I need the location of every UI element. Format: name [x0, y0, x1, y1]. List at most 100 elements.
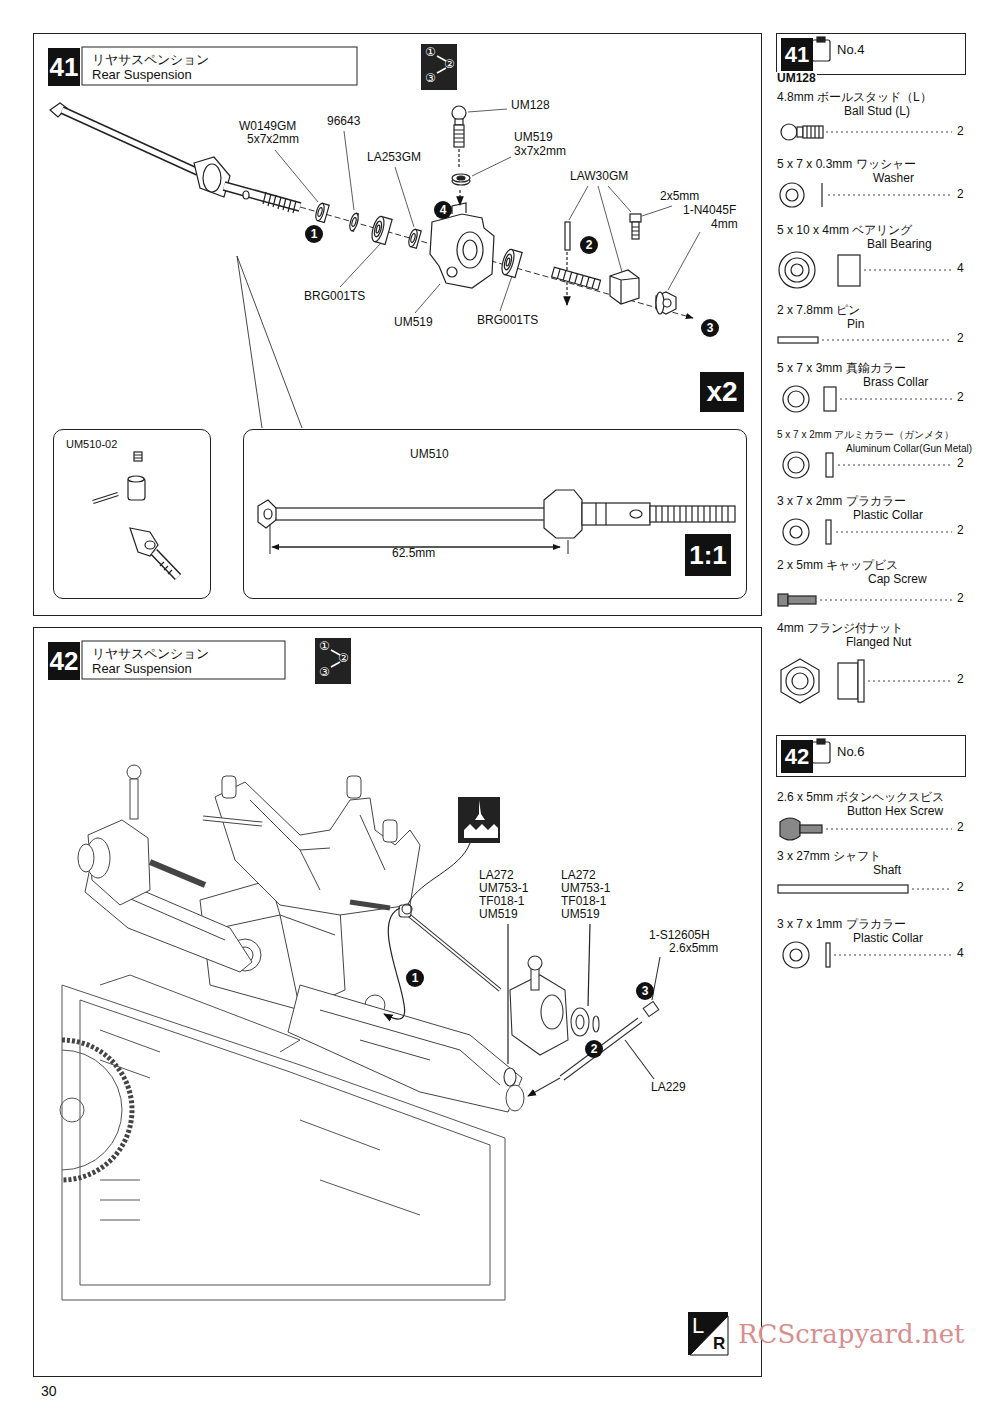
- part-label: TF018-1: [478, 895, 525, 909]
- dotted-leaders: [836, 532, 952, 533]
- axle-parts: [505, 258, 510, 267]
- axle-parts: [317, 207, 323, 217]
- head-box: 41No.4: [776, 33, 966, 75]
- part-icons: [812, 742, 830, 763]
- shock-tower: [203, 818, 262, 824]
- part-label: 2: [956, 592, 965, 606]
- inset-pointer: [237, 256, 262, 428]
- part-label: UM128: [510, 99, 551, 113]
- um510-02-parts: [134, 452, 142, 461]
- lr-badge: [688, 1312, 728, 1355]
- chassis: [62, 1040, 132, 1180]
- drive-shaft: [224, 186, 300, 207]
- part-label: Brass Collar: [862, 376, 929, 390]
- leader-lines: [275, 109, 700, 313]
- part-label: 3 x 27mm シャフト: [776, 850, 882, 864]
- part-label: 2: [956, 524, 965, 538]
- leader-lines: [569, 186, 588, 220]
- suspension-arms: [506, 1085, 524, 1111]
- part-icons: [792, 673, 808, 689]
- part-label: 4.8mm ボールスタッド（L）: [776, 91, 933, 105]
- part-icons: [812, 40, 830, 61]
- shock-tower: [222, 776, 236, 798]
- part-label: Washer: [872, 172, 915, 186]
- suspension-arms: [320, 1010, 500, 1085]
- um510-02-parts: [154, 552, 178, 577]
- order-icon: [315, 638, 351, 684]
- axle-hardware: [663, 299, 671, 307]
- hinge-pin: [564, 1022, 642, 1080]
- right-hub: [593, 1016, 599, 1032]
- part-icons: [788, 391, 804, 407]
- leader-lines: [472, 157, 511, 176]
- grease-icon: [475, 800, 485, 820]
- part-icons: [800, 825, 822, 833]
- dotted-leaders: [840, 399, 952, 400]
- part-icons: [783, 519, 809, 545]
- um510-driveshaft: [264, 509, 272, 519]
- part-icons: [778, 885, 908, 893]
- shock-tower: [383, 820, 397, 842]
- part-label: 2.6x5mm: [668, 942, 719, 956]
- drive-shaft: [243, 191, 249, 199]
- part-label: 2: [956, 673, 965, 687]
- dotted-leaders: [826, 132, 952, 133]
- part-label: Button Hex Screw: [846, 805, 944, 819]
- um510-02-parts: [130, 528, 158, 556]
- callout-number: 2: [585, 1040, 603, 1058]
- axle-parts: [500, 248, 522, 277]
- part-label: LA229: [650, 1081, 687, 1095]
- grease-icon: [402, 904, 412, 914]
- callout-number: 3: [636, 982, 654, 1000]
- suspension-arms: [85, 868, 524, 1112]
- rear-hub-carrier: [459, 190, 460, 205]
- ball-stud: [458, 149, 459, 168]
- icon-text: R: [713, 1334, 725, 1354]
- part-icons: [826, 520, 831, 544]
- quantity-badge: x2: [700, 372, 744, 412]
- inset-pointer: [237, 256, 302, 428]
- part-label: 3 x 7 x 2mm プラカラー: [776, 495, 907, 509]
- left-hub: [78, 844, 94, 872]
- um510-driveshaft: [276, 508, 546, 520]
- um510-02-parts: [93, 494, 118, 502]
- grease-icon: [464, 824, 498, 838]
- icon-text: ②: [338, 652, 349, 666]
- right-hub: [405, 912, 500, 990]
- part-label: Pin: [846, 318, 865, 332]
- leader-lines: [500, 276, 512, 311]
- assembly-arrow: [384, 908, 590, 1064]
- part-label: BRG001TS: [303, 290, 366, 304]
- right-hub: [405, 912, 500, 990]
- part-icons: [803, 126, 823, 138]
- um510-02-parts: [128, 476, 144, 482]
- axle-parts: [314, 202, 326, 221]
- part-label: Plastic Collar: [852, 509, 924, 523]
- axle-hardware: [632, 227, 639, 235]
- hinge-pin: [528, 957, 660, 1096]
- part-icons: [786, 667, 814, 695]
- order-icon: [421, 44, 457, 90]
- drive-shaft: [62, 110, 198, 172]
- part-label: 5 x 7 x 3mm 真鍮カラー: [776, 362, 907, 376]
- axle-hardware: [610, 276, 639, 304]
- part-icons: [858, 660, 864, 702]
- axle-parts: [348, 212, 360, 231]
- callout-number: 2: [580, 236, 598, 254]
- part-label: 2: [956, 125, 965, 139]
- part-icons: [790, 949, 802, 961]
- chassis: [60, 1098, 84, 1122]
- part-label: Flanged Nut: [845, 636, 912, 650]
- icon-text: L: [692, 1313, 704, 1338]
- part-icons: [788, 457, 804, 473]
- hinge-pin: [560, 1018, 638, 1076]
- um510-02-parts: [145, 541, 155, 549]
- leader-lines: [598, 186, 622, 272]
- part-icons: [779, 252, 815, 288]
- part-icons: [797, 127, 803, 137]
- watermark: RCScrapyard.net: [738, 1320, 965, 1350]
- icon-text: ①: [319, 640, 330, 654]
- chassis: [60, 975, 505, 1300]
- rear-hub-carrier: [430, 214, 494, 288]
